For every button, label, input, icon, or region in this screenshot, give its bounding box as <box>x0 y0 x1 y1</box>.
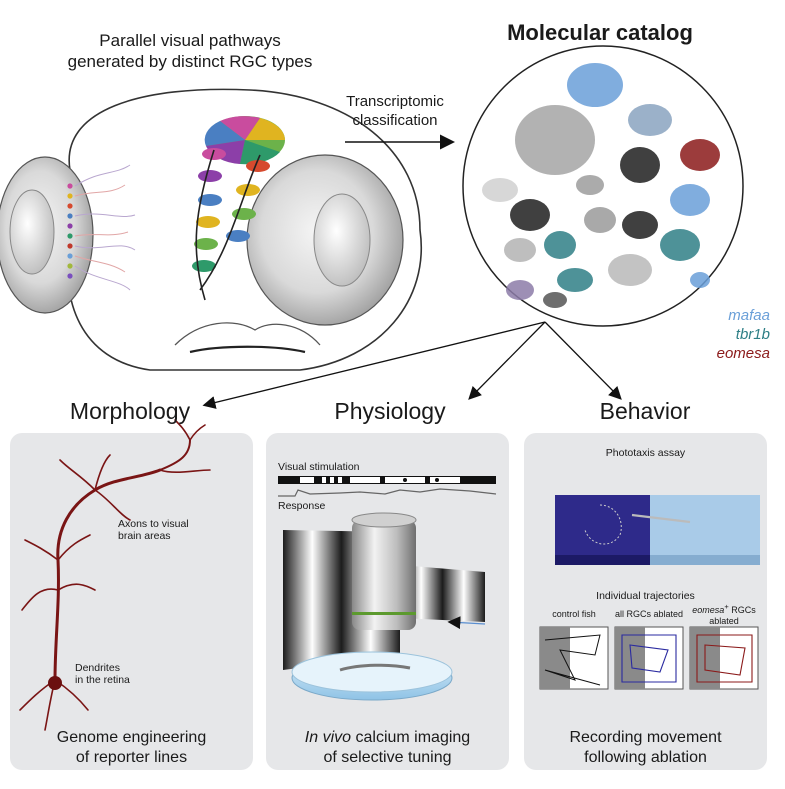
legend-mafaa: mafaa <box>728 307 770 324</box>
fish-head-illustration <box>0 88 422 371</box>
pathways-title: Parallel visual pathways generated by di… <box>67 31 313 71</box>
classification-label: Transcriptomic classification <box>346 93 444 129</box>
legend-tbr1b: tbr1b <box>735 326 770 343</box>
heading-physiology: Physiology <box>334 398 446 424</box>
trajectories-label: Individual trajectories <box>596 590 695 602</box>
dendrites-label: Dendrites in the retina <box>75 662 130 686</box>
morphology-panel <box>10 433 253 770</box>
catalog-title: Molecular catalog <box>507 20 693 45</box>
branch-arrows <box>202 321 622 409</box>
rgc-neuron-drawing <box>19 419 211 731</box>
response-trace <box>278 488 497 497</box>
physiology-caption: In vivo calcium imaging of selective tun… <box>304 729 471 766</box>
traj-all-ablated-label: all RGCs ablated <box>614 609 684 619</box>
axons-label: Axons to visual brain areas <box>118 518 189 542</box>
rgc-cells <box>67 164 136 291</box>
legend-eomesa: eomesa <box>716 345 770 362</box>
heading-behavior: Behavior <box>599 398 691 424</box>
traj-eomesa-label: eomesa+ RGCs ablated <box>692 602 756 626</box>
rgc-soma <box>48 676 62 690</box>
behavior-caption: Recording movement following ablation <box>569 729 722 766</box>
stimulus-bar <box>278 476 496 484</box>
trajectory-panels <box>539 626 759 690</box>
response-label: Response <box>278 500 326 512</box>
catalog-tsne-plot <box>462 45 744 327</box>
tectum-lamina-discs <box>192 116 285 301</box>
traj-control-label: control fish <box>552 609 596 619</box>
heading-morphology: Morphology <box>69 398 191 424</box>
phototaxis-arena <box>555 495 760 565</box>
visual-stimulation-label: Visual stimulation <box>278 461 360 473</box>
phototaxis-label: Phototaxis assay <box>605 447 686 459</box>
morphology-caption: Genome engineering of reporter lines <box>56 729 207 766</box>
microscope-scene <box>283 512 486 701</box>
